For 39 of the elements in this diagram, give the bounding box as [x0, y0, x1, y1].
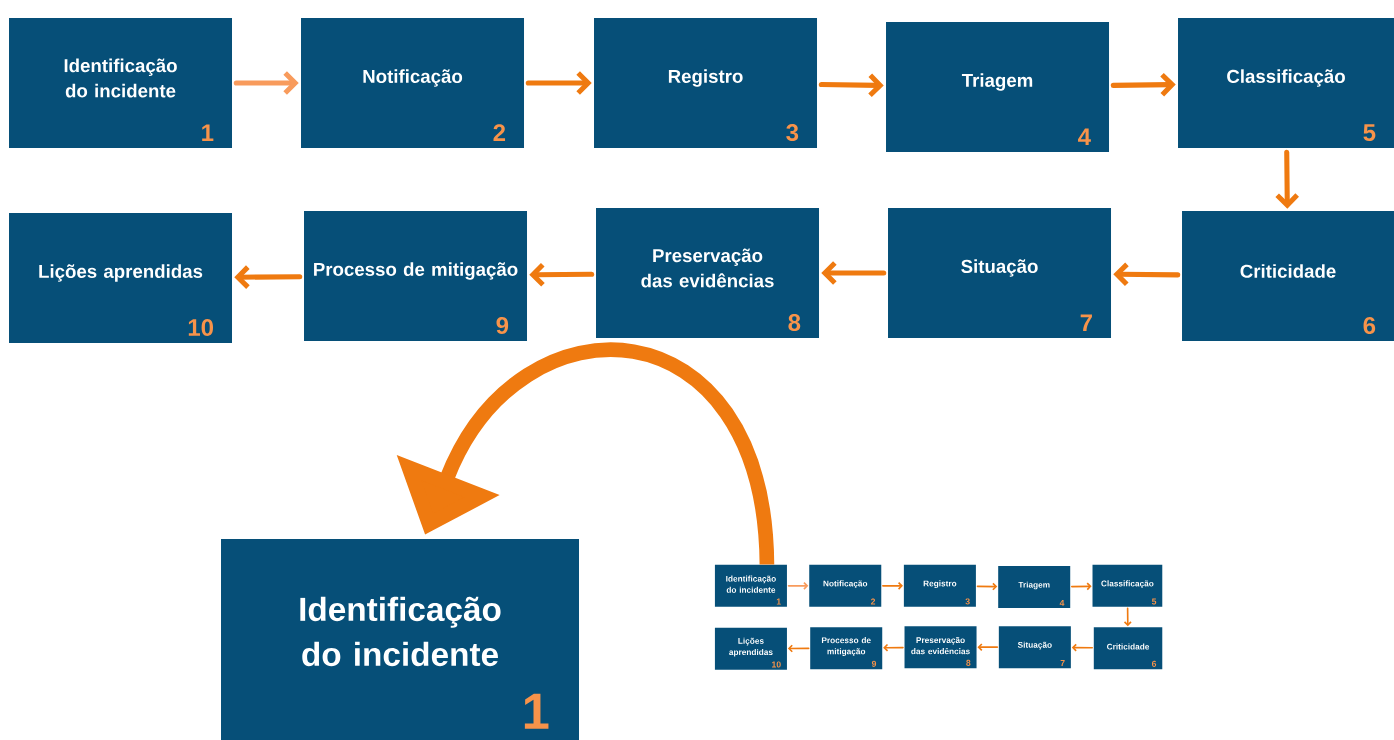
process-box: Triagem 4 — [998, 566, 1071, 609]
process-box: Registro 3 — [594, 18, 817, 148]
process-box: Criticidade 6 — [1182, 211, 1394, 341]
process-box: Classificação 5 — [1092, 564, 1163, 607]
process-box: Processo de mitigação 9 — [304, 211, 527, 341]
arrow — [233, 71, 299, 95]
process-box: Lições aprendidas 10 — [714, 627, 787, 670]
arrow — [1070, 582, 1092, 591]
process-box: Processo de mitigação 9 — [810, 627, 883, 670]
arrow — [883, 643, 904, 652]
arrow — [1275, 149, 1299, 209]
process-box: Situação 7 — [888, 208, 1111, 338]
process-box: Criticidade 6 — [1093, 627, 1163, 670]
process-box: Triagem 4 — [886, 22, 1109, 152]
process-box: Situação 7 — [998, 626, 1071, 669]
arrow — [787, 644, 810, 653]
arrow — [1123, 607, 1132, 627]
arrow — [787, 581, 809, 590]
arrow — [882, 581, 903, 590]
process-box: Preservação das evidências 8 — [596, 208, 819, 338]
process-box: Notificação 2 — [301, 18, 524, 148]
process-box: Registro 3 — [903, 564, 976, 607]
process-box: Identificação do incidente 1 — [714, 564, 787, 607]
process-box: Lições aprendidas 10 — [9, 213, 232, 343]
arrow — [821, 261, 887, 285]
arrow — [1113, 262, 1181, 287]
arrow — [525, 71, 592, 95]
process-box: Notificação 2 — [809, 564, 882, 607]
arrow — [976, 582, 998, 591]
arrow — [234, 265, 303, 289]
process-box: Identificação do incidente 1 — [9, 18, 232, 148]
arrow — [818, 73, 884, 98]
arrow — [977, 643, 999, 652]
process-box: Identificação do incidente 1 — [221, 539, 579, 740]
arrow — [1071, 643, 1094, 652]
process-box: Preservação das evidências 8 — [904, 626, 977, 669]
arrow — [529, 262, 595, 287]
process-box: Classificação 5 — [1178, 18, 1394, 148]
arrow — [1110, 72, 1176, 97]
